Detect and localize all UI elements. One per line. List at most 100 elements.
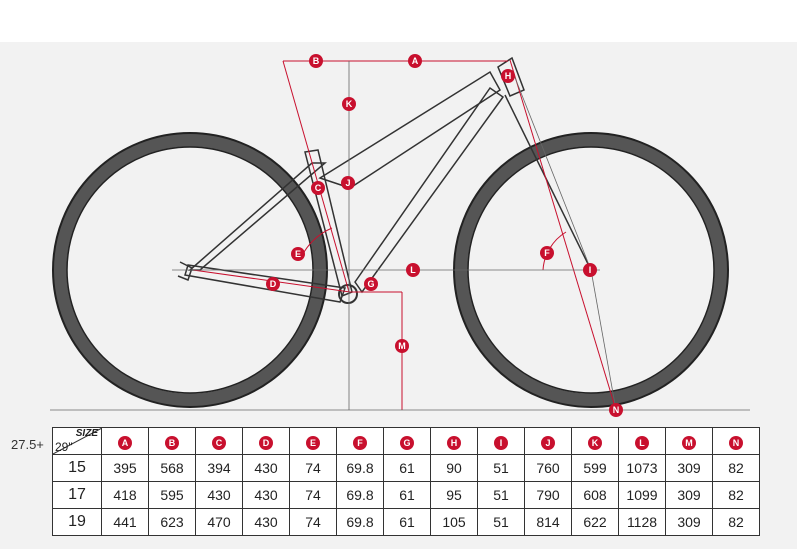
svg-text:H: H: [505, 71, 512, 81]
table-cell: 1073: [618, 454, 666, 482]
column-header: E: [289, 427, 337, 455]
size-label: SIZE: [75, 428, 98, 439]
table-cell: 105: [430, 508, 478, 536]
size-cell: 15: [52, 454, 102, 482]
table-cell: 82: [712, 454, 760, 482]
down-tube: [354, 86, 505, 294]
label-m: M: [395, 339, 409, 353]
table-cell: 309: [665, 481, 713, 509]
chain-stay: [184, 264, 347, 303]
table-cell: 568: [148, 454, 196, 482]
column-header: N: [712, 427, 760, 455]
column-header: M: [665, 427, 713, 455]
table-cell: 309: [665, 454, 713, 482]
table-cell: 82: [712, 481, 760, 509]
size-cell: 19: [52, 508, 102, 536]
label-g: G: [364, 277, 378, 291]
table-cell: 95: [430, 481, 478, 509]
geometry-table: SIZE 29" A B C D E F G H I J K L M N 15 …: [52, 427, 760, 536]
table-cell: 441: [101, 508, 149, 536]
rear-dropout: [177, 261, 193, 281]
label-c: C: [311, 181, 325, 195]
construction-lines: [50, 61, 750, 411]
column-header: A: [101, 427, 149, 455]
svg-text:M: M: [398, 341, 406, 351]
table-cell: 608: [571, 481, 619, 509]
svg-text:A: A: [412, 56, 419, 66]
table-cell: 1099: [618, 481, 666, 509]
svg-text:L: L: [410, 265, 416, 275]
table-cell: 418: [101, 481, 149, 509]
svg-text:D: D: [270, 279, 277, 289]
svg-text:G: G: [367, 279, 374, 289]
fork: [504, 94, 592, 271]
table-cell: 69.8: [336, 508, 384, 536]
table-cell: 74: [289, 508, 337, 536]
table-cell: 61: [383, 481, 431, 509]
table-row: 17 418 595 430 430 74 69.8 61 95 51 790 …: [52, 481, 760, 509]
table-row: 15 395 568 394 430 74 69.8 61 90 51 760 …: [52, 454, 760, 482]
svg-text:F: F: [544, 248, 550, 258]
table-cell: 622: [571, 508, 619, 536]
table-cell: 760: [524, 454, 572, 482]
table-cell: 430: [195, 481, 243, 509]
label-i: I: [583, 263, 597, 277]
table-cell: 395: [101, 454, 149, 482]
column-header: K: [571, 427, 619, 455]
table-cell: 623: [148, 508, 196, 536]
bottom-bracket: [338, 284, 358, 304]
label-k: K: [342, 97, 356, 111]
label-f: F: [540, 246, 554, 260]
wheel-label: 29": [55, 440, 73, 454]
svg-text:I: I: [589, 265, 592, 275]
column-header: I: [477, 427, 525, 455]
wheel-size-prefix: 27.5+: [11, 437, 44, 452]
table-cell: 1128: [618, 508, 666, 536]
label-j: J: [341, 176, 355, 190]
svg-text:B: B: [313, 56, 320, 66]
label-a: A: [408, 54, 422, 68]
label-e: E: [291, 247, 305, 261]
column-header: G: [383, 427, 431, 455]
table-cell: 61: [383, 508, 431, 536]
table-cell: 470: [195, 508, 243, 536]
table-cell: 69.8: [336, 481, 384, 509]
label-b: B: [309, 54, 323, 68]
table-cell: 74: [289, 454, 337, 482]
bike-frame: [177, 56, 592, 304]
svg-text:K: K: [346, 99, 353, 109]
table-cell: 51: [477, 481, 525, 509]
table-cell: 394: [195, 454, 243, 482]
table-cell: 430: [242, 481, 290, 509]
diagonal-divider: [53, 428, 102, 454]
size-header-cell: SIZE 29": [52, 427, 102, 455]
table-cell: 82: [712, 508, 760, 536]
column-header: B: [148, 427, 196, 455]
table-cell: 51: [477, 454, 525, 482]
top-band: [0, 0, 797, 42]
table-cell: 90: [430, 454, 478, 482]
table-cell: 51: [477, 508, 525, 536]
column-header: C: [195, 427, 243, 455]
table-cell: 790: [524, 481, 572, 509]
svg-text:C: C: [315, 183, 322, 193]
diagram-labels: A B C D E F G H I J K L M N: [266, 54, 623, 417]
table-cell: 430: [242, 454, 290, 482]
svg-text:E: E: [295, 249, 301, 259]
table-cell: 309: [665, 508, 713, 536]
size-cell: 17: [52, 481, 102, 509]
svg-text:N: N: [613, 405, 620, 415]
label-h: H: [501, 69, 515, 83]
measurement-lines: [192, 59, 617, 411]
table-header-row: SIZE 29" A B C D E F G H I J K L M N: [52, 427, 760, 455]
column-header: F: [336, 427, 384, 455]
table-cell: 599: [571, 454, 619, 482]
table-row: 19 441 623 470 430 74 69.8 61 105 51 814…: [52, 508, 760, 536]
table-cell: 69.8: [336, 454, 384, 482]
table-cell: 595: [148, 481, 196, 509]
column-header: D: [242, 427, 290, 455]
table-cell: 74: [289, 481, 337, 509]
label-n: N: [609, 403, 623, 417]
column-header: L: [618, 427, 666, 455]
